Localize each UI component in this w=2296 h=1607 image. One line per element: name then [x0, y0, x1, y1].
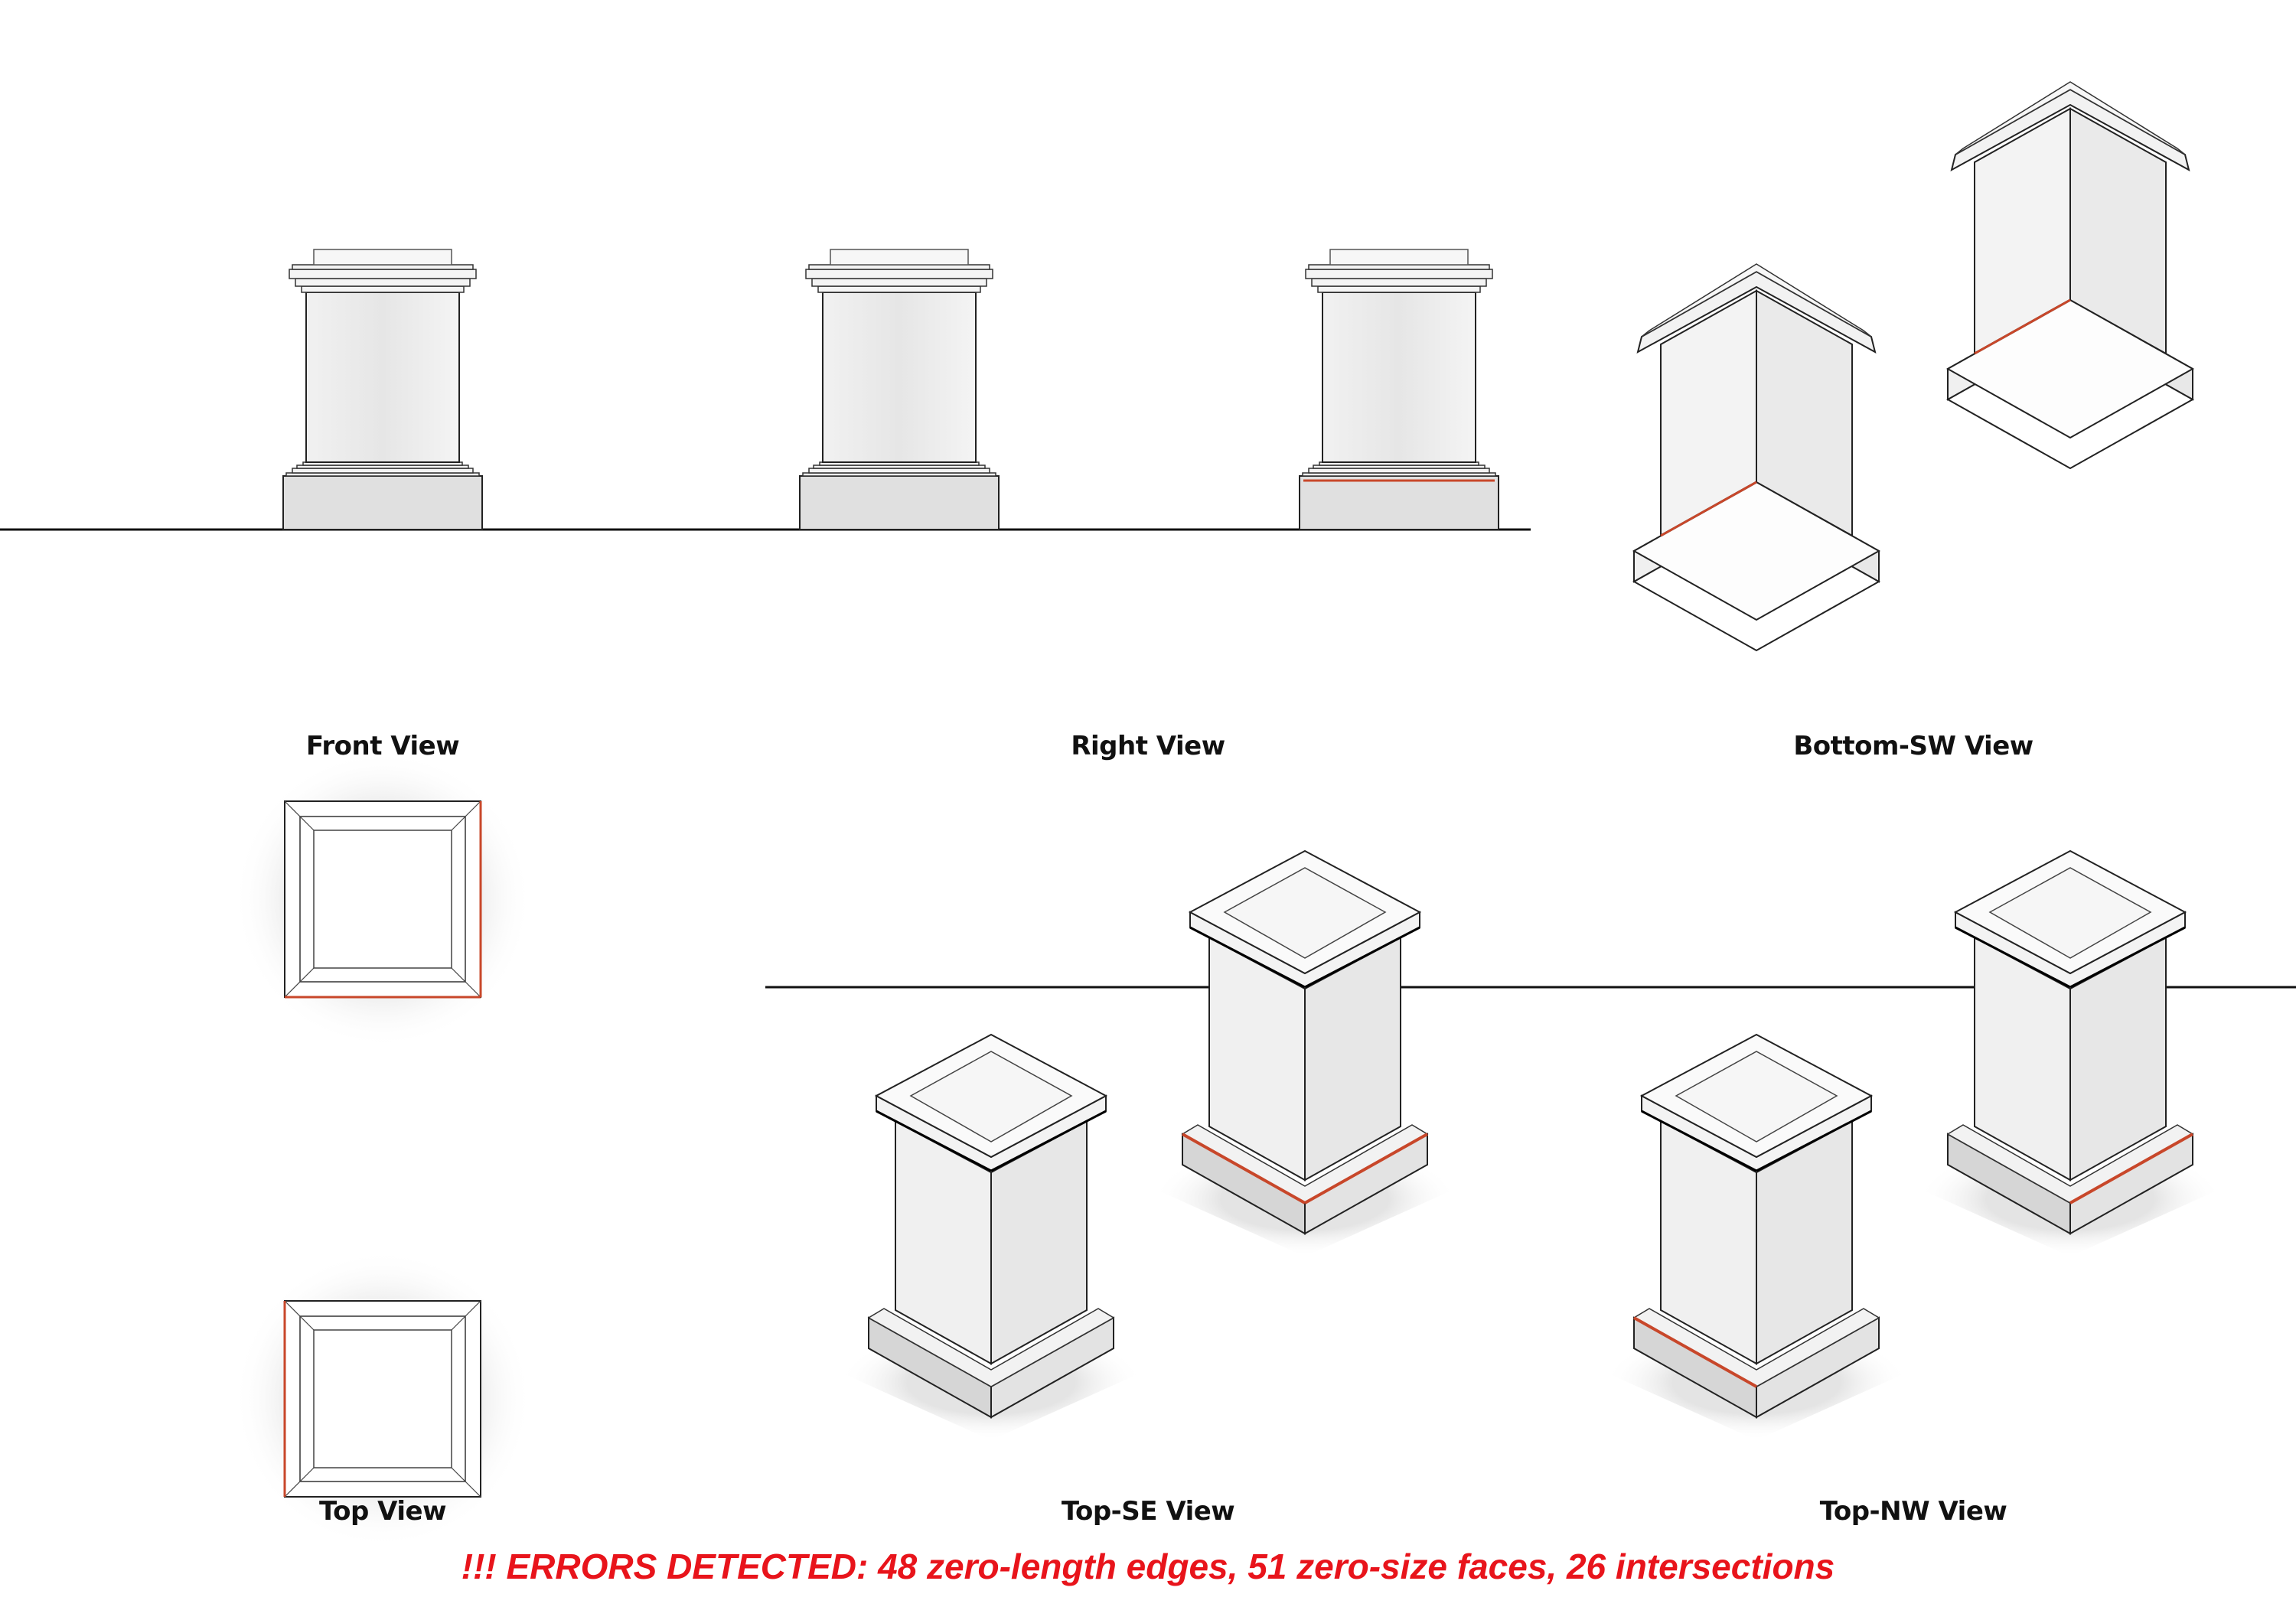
- top-view-model-2: [233, 1249, 533, 1549]
- bottom-sw-model-1: [1632, 262, 1880, 652]
- front-view-label: Front View: [305, 731, 460, 761]
- top-se-view-label: Top-SE View: [1061, 1496, 1235, 1527]
- front-view-model: [282, 249, 483, 530]
- elevation-view-model: [1299, 249, 1499, 530]
- bottom-sw-view-label: Bottom-SW View: [1793, 731, 2033, 761]
- bottom-sw-model-2: [1946, 80, 2194, 470]
- top-se-model-front: [837, 1033, 1146, 1442]
- top-se-model-back: [1150, 849, 1459, 1258]
- top-nw-view-label: Top-NW View: [1819, 1496, 2007, 1527]
- right-view-model: [799, 249, 1000, 530]
- top-nw-model-front: [1602, 1033, 1911, 1442]
- right-view-label: Right View: [1071, 731, 1225, 761]
- top-nw-model-back: [1916, 849, 2225, 1258]
- top-view-model-1: [233, 749, 533, 1049]
- top-view-label: Top View: [318, 1496, 447, 1527]
- error-banner: !!! ERRORS DETECTED: 48 zero-length edge…: [461, 1547, 1835, 1586]
